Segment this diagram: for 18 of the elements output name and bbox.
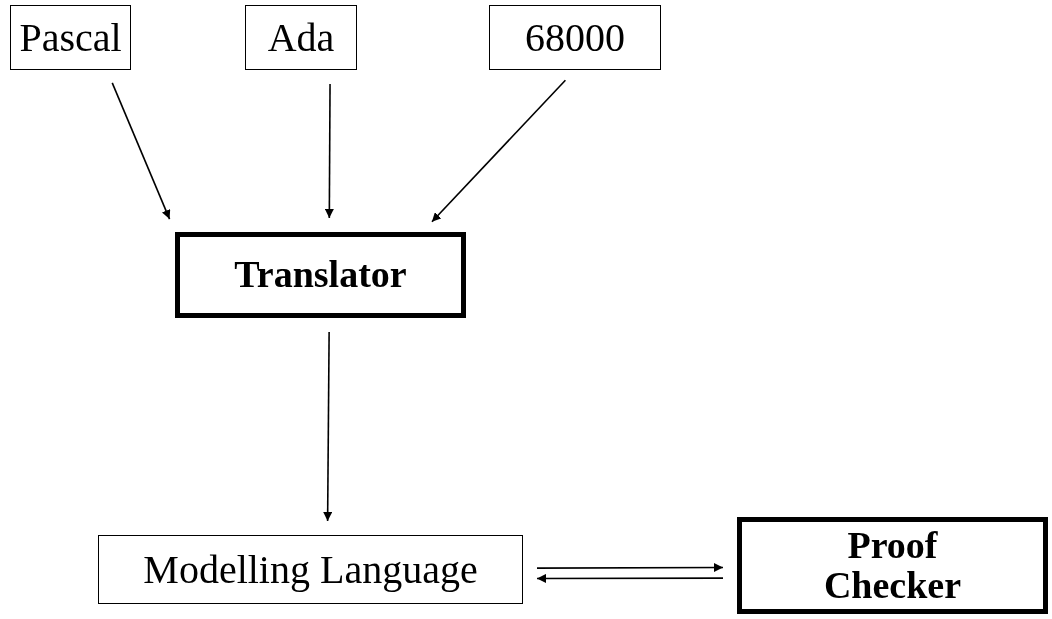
arrow (323, 331, 333, 522)
node-label: Ada (267, 16, 335, 59)
process-box (10, 5, 131, 70)
node-label: Pascal (19, 16, 122, 59)
arrow (111, 82, 171, 220)
node-label: Proof Checker (822, 525, 963, 606)
node-label: 68000 (525, 16, 625, 59)
bold-process-box (737, 517, 1048, 614)
process-box (245, 5, 357, 70)
arrow (536, 563, 724, 572)
arrow (324, 83, 334, 219)
arrow (536, 573, 724, 583)
node-label: Modelling Language (143, 548, 478, 591)
bold-process-box (175, 232, 466, 318)
arrow (431, 79, 567, 223)
process-box (98, 535, 523, 604)
process-box (489, 5, 661, 70)
node-label: Translator (234, 255, 407, 295)
